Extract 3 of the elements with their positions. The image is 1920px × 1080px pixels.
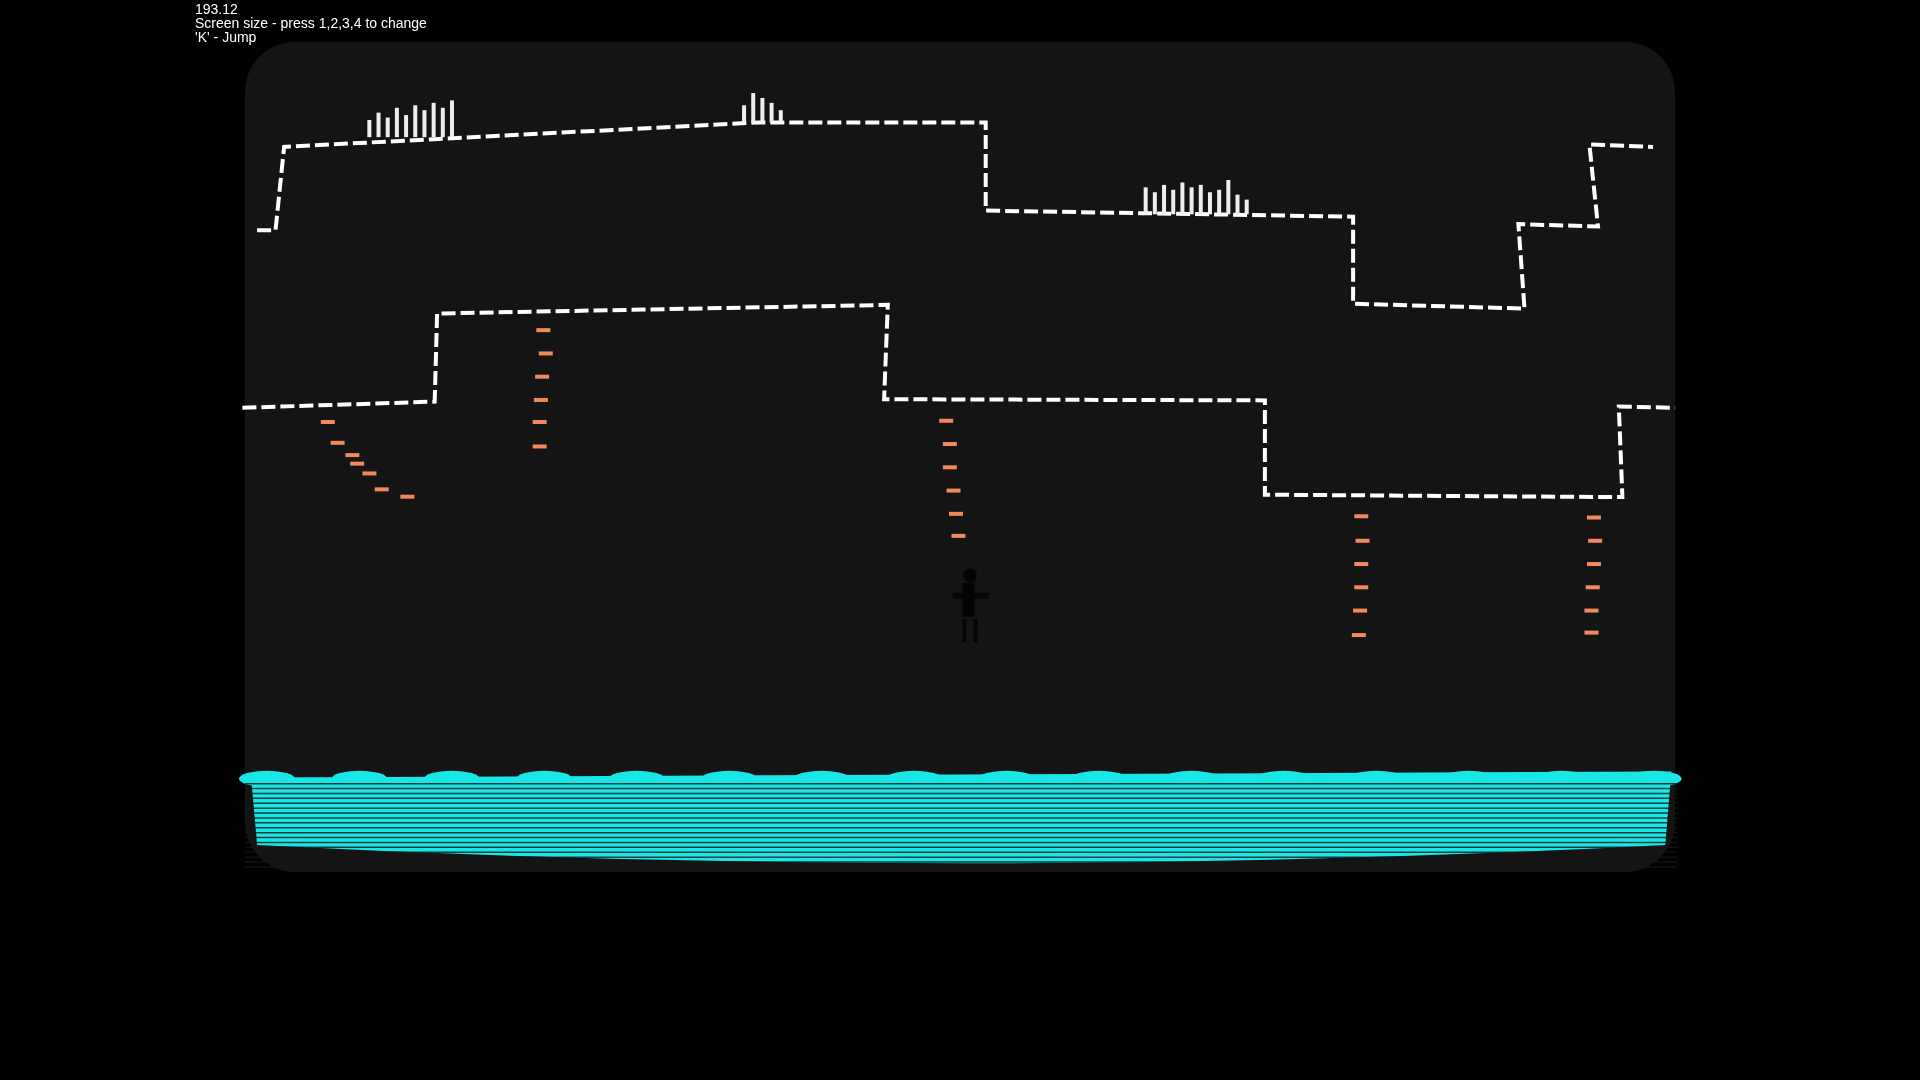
instruction-text: Screen size - press 1,2,3,4 to change [195, 16, 427, 30]
counter-text: 193.12 [195, 2, 238, 16]
instruction-text: 'K' - Jump [195, 30, 257, 44]
